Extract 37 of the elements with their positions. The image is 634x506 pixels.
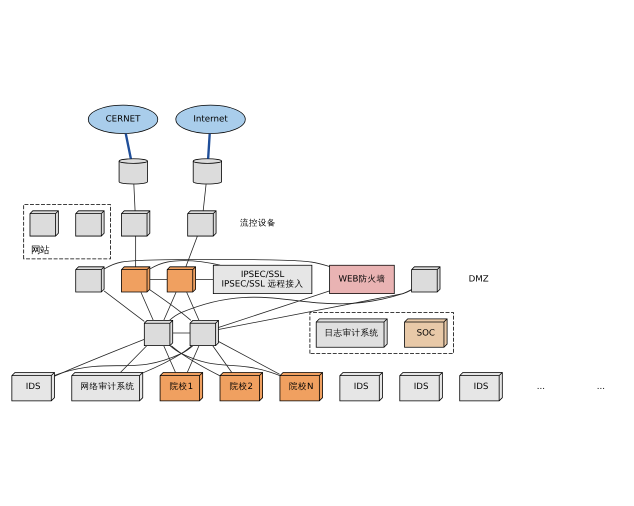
connector	[171, 345, 220, 376]
cluster: 网站	[23, 204, 111, 260]
connector	[195, 279, 214, 280]
connector	[218, 289, 412, 330]
connector	[212, 346, 232, 373]
connector	[133, 184, 136, 212]
node-ellipse: CERNET	[88, 104, 158, 134]
cluster	[310, 312, 454, 354]
connector	[120, 346, 148, 373]
connector	[169, 289, 412, 321]
connector	[54, 339, 145, 376]
connector	[218, 290, 330, 328]
connector	[172, 332, 190, 334]
connector	[202, 184, 206, 212]
label: ...	[536, 382, 546, 392]
connector	[124, 133, 132, 159]
connector	[104, 290, 145, 322]
connector	[163, 292, 176, 321]
connector	[54, 345, 194, 376]
connector	[186, 292, 200, 321]
node-box: IPSEC/SSL IPSEC/SSL 远程接入	[212, 264, 312, 294]
connector	[142, 345, 192, 374]
connector	[218, 341, 280, 375]
connector	[140, 292, 154, 321]
label: DMZ	[468, 274, 489, 285]
connector	[150, 289, 192, 321]
connector	[135, 236, 136, 267]
node-box: WEB防火墙	[329, 264, 395, 294]
connector	[206, 134, 211, 159]
connector	[170, 345, 280, 376]
node-label: 流控设备	[240, 218, 276, 229]
connector	[150, 279, 168, 280]
node-ellipse: Internet	[175, 104, 246, 134]
label: ...	[596, 382, 605, 392]
connector	[186, 236, 198, 267]
connector	[186, 346, 200, 373]
connector	[163, 346, 176, 373]
